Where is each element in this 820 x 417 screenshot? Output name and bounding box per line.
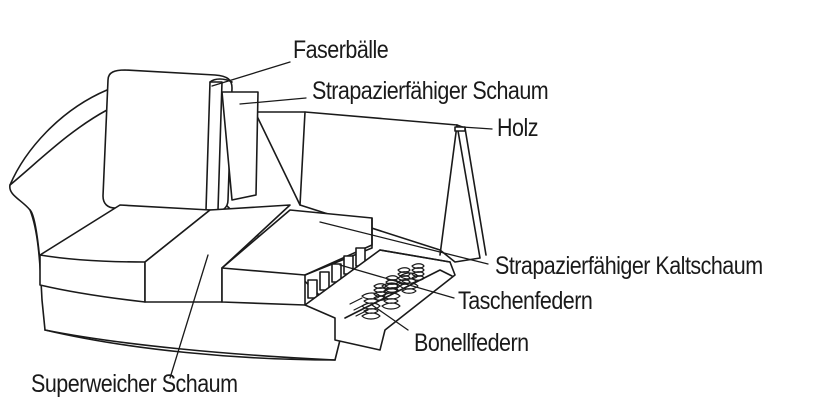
- leader-strapazierfaehiger-kaltschaum: [319, 221, 489, 265]
- leader-lines: [169, 61, 493, 379]
- label-taschenfedern: Taschenfedern: [458, 287, 593, 315]
- cold-foam-block: [221, 209, 373, 306]
- leader-holz: [461, 126, 493, 130]
- label-bonellfedern: Bonellfedern: [414, 329, 529, 357]
- leader-faserbaelle: [211, 61, 291, 87]
- leader-bonellfedern: [371, 304, 409, 331]
- leader-taschenfedern: [339, 264, 455, 299]
- bonnell-springs: [349, 272, 419, 320]
- label-strapazierfaehiger-kaltschaum: Strapazierfähiger Kaltschaum: [495, 252, 763, 280]
- leader-superweicher-schaum: [169, 254, 209, 379]
- leader-strapazierfaehiger-schaum: [239, 97, 307, 105]
- back-cushion: [102, 69, 259, 213]
- label-faserbaelle: Faserbälle: [293, 36, 389, 64]
- label-holz: Holz: [497, 114, 538, 142]
- label-strapazierfaehiger-schaum: Strapazierfähiger Schaum: [312, 77, 549, 105]
- label-superweicher-schaum: Superweicher Schaum: [31, 370, 238, 398]
